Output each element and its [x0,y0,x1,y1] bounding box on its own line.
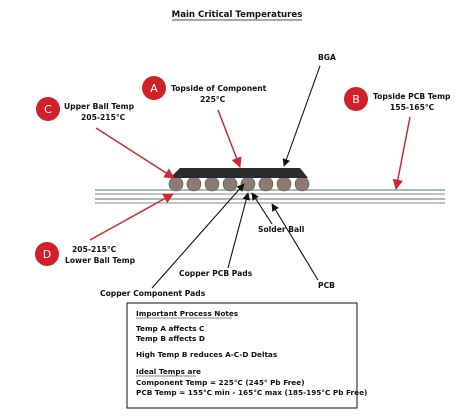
solder-ball [222,176,238,192]
label-a-line2: 225°C [200,95,226,104]
pcb-board [95,189,445,204]
label-d-line1: 205-215°C [72,245,117,254]
arrow-copper-component-pads [151,183,245,289]
arrow-b [392,116,411,191]
svg-text:D: D [43,248,51,261]
solder-ball [186,176,202,192]
label-b-line2: 155-165°C [390,103,435,112]
solder-ball [294,176,310,192]
arrow-solder-ball [251,192,273,225]
arrow-bga [282,65,321,167]
arrow-a [217,109,242,168]
label-c-line1: Upper Ball Temp [64,102,135,111]
solder-ball [204,176,220,192]
badge-b: B [344,87,368,111]
notes-line-3: High Temp B reduces A-C-D Deltas [136,350,277,359]
bga-component-body [170,168,308,178]
label-bga: BGA [318,53,336,62]
notes-ideal-heading: Ideal Temps are [136,367,201,376]
badge-a: A [142,76,166,100]
label-copper-component-pads: Copper Component Pads [100,289,206,298]
label-pcb: PCB [318,281,335,290]
svg-text:C: C [44,103,52,116]
solder-ball [258,176,274,192]
svg-text:A: A [150,82,158,95]
label-c-line2: 205-215°C [81,113,126,122]
svg-text:B: B [352,93,360,106]
process-notes-box: Important Process Notes Temp A affects C… [126,302,367,409]
badge-c: C [36,97,60,121]
arrow-copper-pcb-pads [227,192,250,269]
label-d-line2: Lower Ball Temp [65,256,136,265]
solder-ball [276,176,292,192]
page-title: Main Critical Temperatures [172,10,303,20]
arrow-pcb [271,203,319,281]
label-a-line1: Topside of Component [171,84,267,93]
label-b-line1: Topside PCB Temp [373,92,451,101]
notes-line-2: Temp B affects D [136,334,205,343]
arrow-d [89,193,174,241]
solder-ball [240,176,256,192]
badge-d: D [35,242,59,266]
arrow-c [95,127,175,179]
label-copper-pcb-pads: Copper PCB Pads [179,269,253,278]
notes-ideal-1: Component Temp = 225°C (245° Pb Free) [136,378,305,387]
notes-line-1: Temp A affects C [136,324,204,333]
solder-ball [168,176,184,192]
label-solder-ball: Solder Ball [258,225,304,234]
notes-ideal-2: PCB Temp = 155°C min - 165°C max (185-19… [136,388,367,397]
notes-heading: Important Process Notes [136,309,238,318]
